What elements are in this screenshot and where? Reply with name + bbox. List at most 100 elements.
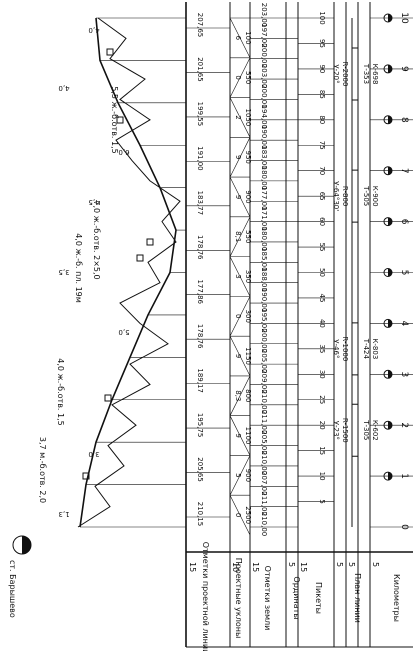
grade-length: 2500 <box>244 506 252 524</box>
km-label: 1 <box>399 473 409 479</box>
size-design-grades: 10 <box>231 562 240 572</box>
curve-length: К-900 <box>371 186 379 207</box>
ground-elevation-value: 205,00 <box>260 349 268 374</box>
size-kilometers: 5 <box>371 562 380 567</box>
picket-label: 45 <box>318 293 326 302</box>
ground-elevation-value: 200,00 <box>260 43 268 68</box>
grade-slash <box>229 57 251 98</box>
ground-elevation-value: 194,00 <box>260 105 268 130</box>
picket-label: 25 <box>318 395 326 404</box>
grade-value: 0 <box>234 75 242 79</box>
ground-elevation-value: 183,00 <box>260 145 268 170</box>
ground-elevation-value: 197,00 <box>260 23 268 48</box>
header-ground-elevations: Отметки земли <box>263 566 272 631</box>
profile-ordinate: 3,0 <box>88 450 99 458</box>
grade-value: 9 <box>234 195 242 199</box>
curve-radius: R-1500 <box>341 418 349 443</box>
curve-radius: R-1000 <box>341 336 349 361</box>
km-marker-fill <box>388 14 392 22</box>
ground-elevation-value: 188,00 <box>260 267 268 292</box>
ground-elevation-value: 190,00 <box>260 125 268 150</box>
header-pickets: Пикеты <box>314 582 323 614</box>
design-elevation-value: 178,76 <box>196 324 204 349</box>
grade-value: 0 <box>234 513 242 517</box>
km-label: 9 <box>399 66 409 72</box>
size-ordinates: 5 <box>287 562 296 567</box>
profile-ordinate: 5,0 <box>118 328 129 336</box>
ground-elevation-value: 185,00 <box>260 247 268 272</box>
picket-label: 95 <box>318 39 326 48</box>
grade-value: 9 <box>234 433 242 437</box>
grade-length: 100 <box>244 31 252 44</box>
grade-length: 550 <box>244 230 252 243</box>
grade-value: 3 <box>234 274 242 278</box>
grade-slash <box>229 296 251 337</box>
design-elevation-value: 207,65 <box>196 13 204 38</box>
header-kilometers: Километры <box>392 574 401 622</box>
km-label: 0 <box>399 524 409 530</box>
header-ordinates: Ординаты <box>292 576 301 619</box>
curve-tangent: Т-353 <box>362 63 370 84</box>
curve-length: К-803 <box>371 338 379 359</box>
curve-bracket <box>352 47 359 101</box>
grade-value: 6 <box>234 36 242 41</box>
ground-elevation-value: 203,00 <box>260 64 268 89</box>
grade-value: 5 <box>234 473 242 477</box>
culvert-icon <box>136 254 144 262</box>
picket-label: 50 <box>318 268 326 277</box>
grade-slash <box>229 216 251 257</box>
profile-ordinate: 6,0 <box>118 148 129 156</box>
size-ground: 15 <box>251 562 260 572</box>
size-plan-a: 5 <box>335 562 344 567</box>
culvert-icon <box>106 48 114 56</box>
grade-length: 950 <box>244 151 252 164</box>
curve-angle: У-20° <box>332 64 340 83</box>
header-line-plan: План линии <box>353 573 362 623</box>
ground-elevation-value: 207,00 <box>260 471 268 496</box>
profile-ordinate: 4,5 <box>88 198 99 206</box>
picket-label: 85 <box>318 90 326 99</box>
grade-slash <box>229 256 251 297</box>
grade-value: 9 <box>234 354 242 358</box>
structure-label: 5,5 ж.-б.отв. 1,5 <box>110 86 119 153</box>
size-plan-b: 5 <box>347 562 356 567</box>
km-marker-fill <box>388 268 392 277</box>
grid-frame <box>185 2 413 648</box>
header-design-grades: Проектные уклоны <box>234 558 243 639</box>
picket-label: 30 <box>318 370 326 379</box>
station-label: ст. Барышево <box>8 560 17 618</box>
culvert-icon <box>104 394 112 402</box>
profile-ordinate: 1,3 <box>58 510 69 518</box>
curve-radius: R-800 <box>341 186 349 206</box>
ground-elevation-value: 205,00 <box>260 430 268 455</box>
picket-label: 90 <box>318 64 326 73</box>
header-design-line-elevations: Отметки проектной линии <box>201 542 210 651</box>
grade-length: 550 <box>244 71 252 84</box>
picket-label: 65 <box>318 192 326 201</box>
grade-value: 2 <box>234 115 242 119</box>
culvert-icon <box>146 238 154 246</box>
design-elevation-row: 210,15205,65195,75189,17178,76177,86178,… <box>186 13 230 527</box>
header-labels: Отметки проектной линии Проектные уклоны… <box>201 542 401 651</box>
ground-elevation-value: 210,00 <box>260 512 268 537</box>
size-pickets: 15 <box>299 562 308 572</box>
ground-elevation-value: 210,00 <box>260 451 268 476</box>
km-label: 2 <box>399 422 409 428</box>
ground-elevation-value: 195,00 <box>260 308 268 333</box>
grade-slash <box>229 375 251 416</box>
km-label: 3 <box>399 371 409 377</box>
grade-value: 9 <box>234 155 242 159</box>
profile-ordinate: 3,5 <box>58 268 69 276</box>
km-marker-fill <box>388 421 392 430</box>
design-elevation-value: 183,77 <box>196 191 204 216</box>
structure-label: 4,0 ж.-б. пл. 19м <box>74 233 83 303</box>
grade-slash <box>229 415 251 456</box>
design-elevation-value: 210,15 <box>196 502 204 527</box>
ground-elevation-value: 190,00 <box>260 288 268 313</box>
grade-slash <box>229 17 251 58</box>
grade-length: 1050 <box>244 109 252 127</box>
